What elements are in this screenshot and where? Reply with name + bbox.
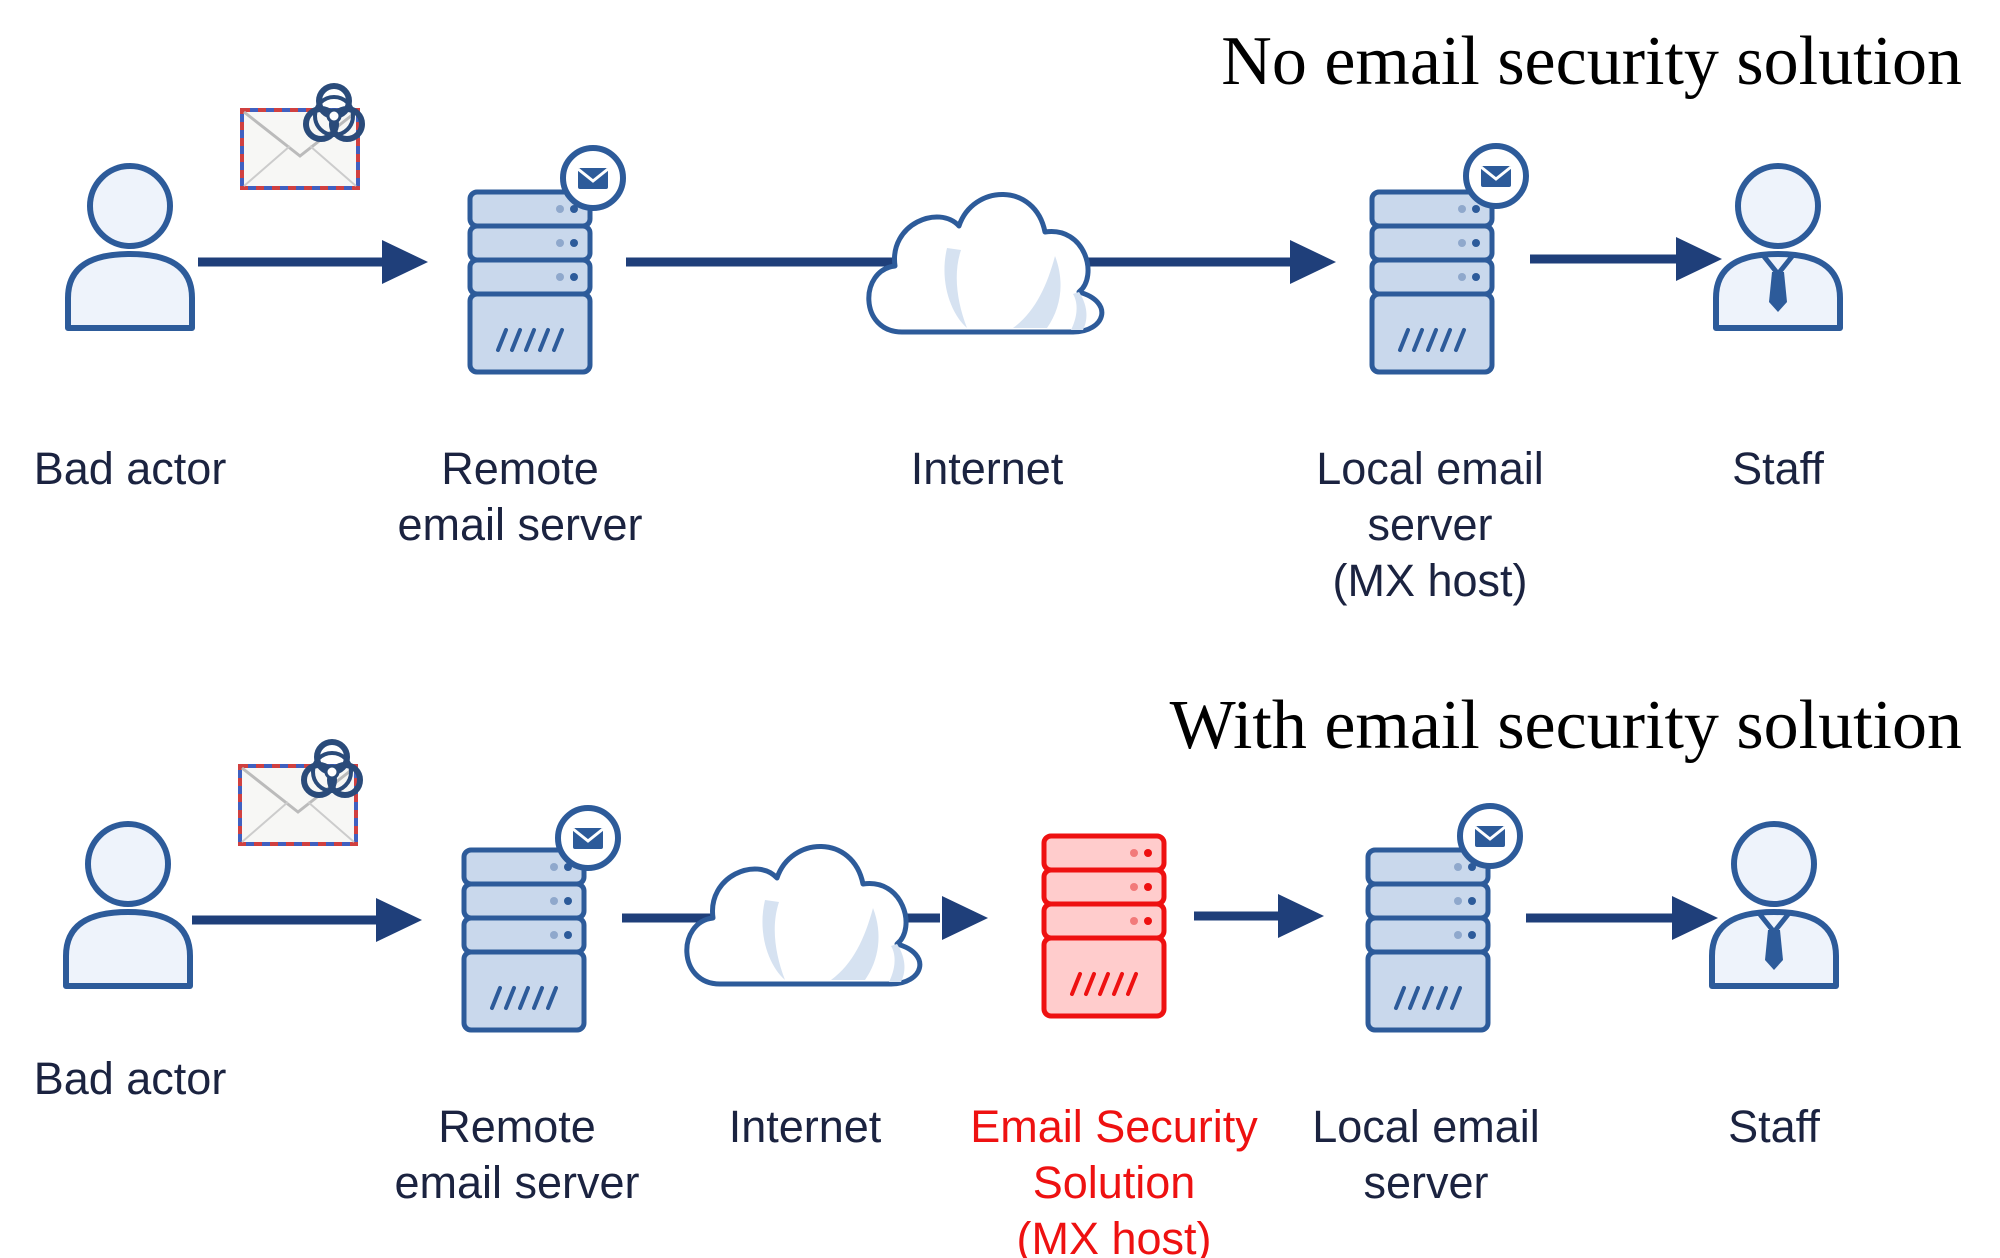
mail-badge-icon: [563, 148, 623, 208]
local-server-label-line2: server: [1367, 499, 1492, 550]
cloud-icon: [687, 846, 920, 984]
no-solution-title: No email security solution: [1221, 23, 1962, 100]
local-server-label-line1: Local email: [1316, 443, 1544, 494]
with-solution-title: With email security solution: [1170, 687, 1962, 764]
bad-actor-label: Bad actor: [34, 443, 227, 494]
remote-server-label-line2: email server: [397, 499, 642, 550]
staff-icon: [1716, 166, 1840, 328]
person-icon: [68, 166, 192, 328]
mail-badge-icon: [1460, 806, 1520, 866]
with-solution-diagram: With email security solution Bad actor R…: [34, 687, 1962, 1258]
staff-label: Staff: [1728, 1101, 1820, 1152]
remote-server-label-line1: Remote: [441, 443, 599, 494]
local-server-label-line1: Local email: [1312, 1101, 1540, 1152]
internet-label: Internet: [911, 443, 1064, 494]
local-server-label-line3: (MX host): [1332, 555, 1527, 606]
mail-badge-icon: [1466, 146, 1526, 206]
security-solution-label-line2: Solution: [1033, 1157, 1196, 1208]
person-icon: [66, 824, 190, 986]
no-solution-diagram: No email security solution Bad actor Rem…: [34, 23, 1962, 606]
remote-server-label-line2: email server: [394, 1157, 639, 1208]
server-icon: [464, 850, 584, 1030]
internet-label: Internet: [729, 1101, 882, 1152]
bad-actor-label: Bad actor: [34, 1053, 227, 1104]
server-icon: [1368, 850, 1488, 1030]
staff-label: Staff: [1732, 443, 1824, 494]
biohazard-envelope-icon: [242, 86, 362, 188]
security-solution-label-line3: (MX host): [1016, 1213, 1211, 1258]
security-server-icon: [1044, 836, 1164, 1016]
remote-server-label-line1: Remote: [438, 1101, 596, 1152]
local-server-label-line2: server: [1363, 1157, 1488, 1208]
staff-icon: [1712, 824, 1836, 986]
server-icon: [1372, 192, 1492, 372]
server-icon: [470, 192, 590, 372]
biohazard-envelope-icon: [240, 742, 360, 844]
mail-badge-icon: [558, 808, 618, 868]
cloud-icon: [869, 194, 1102, 332]
security-solution-label-line1: Email Security: [970, 1101, 1258, 1152]
